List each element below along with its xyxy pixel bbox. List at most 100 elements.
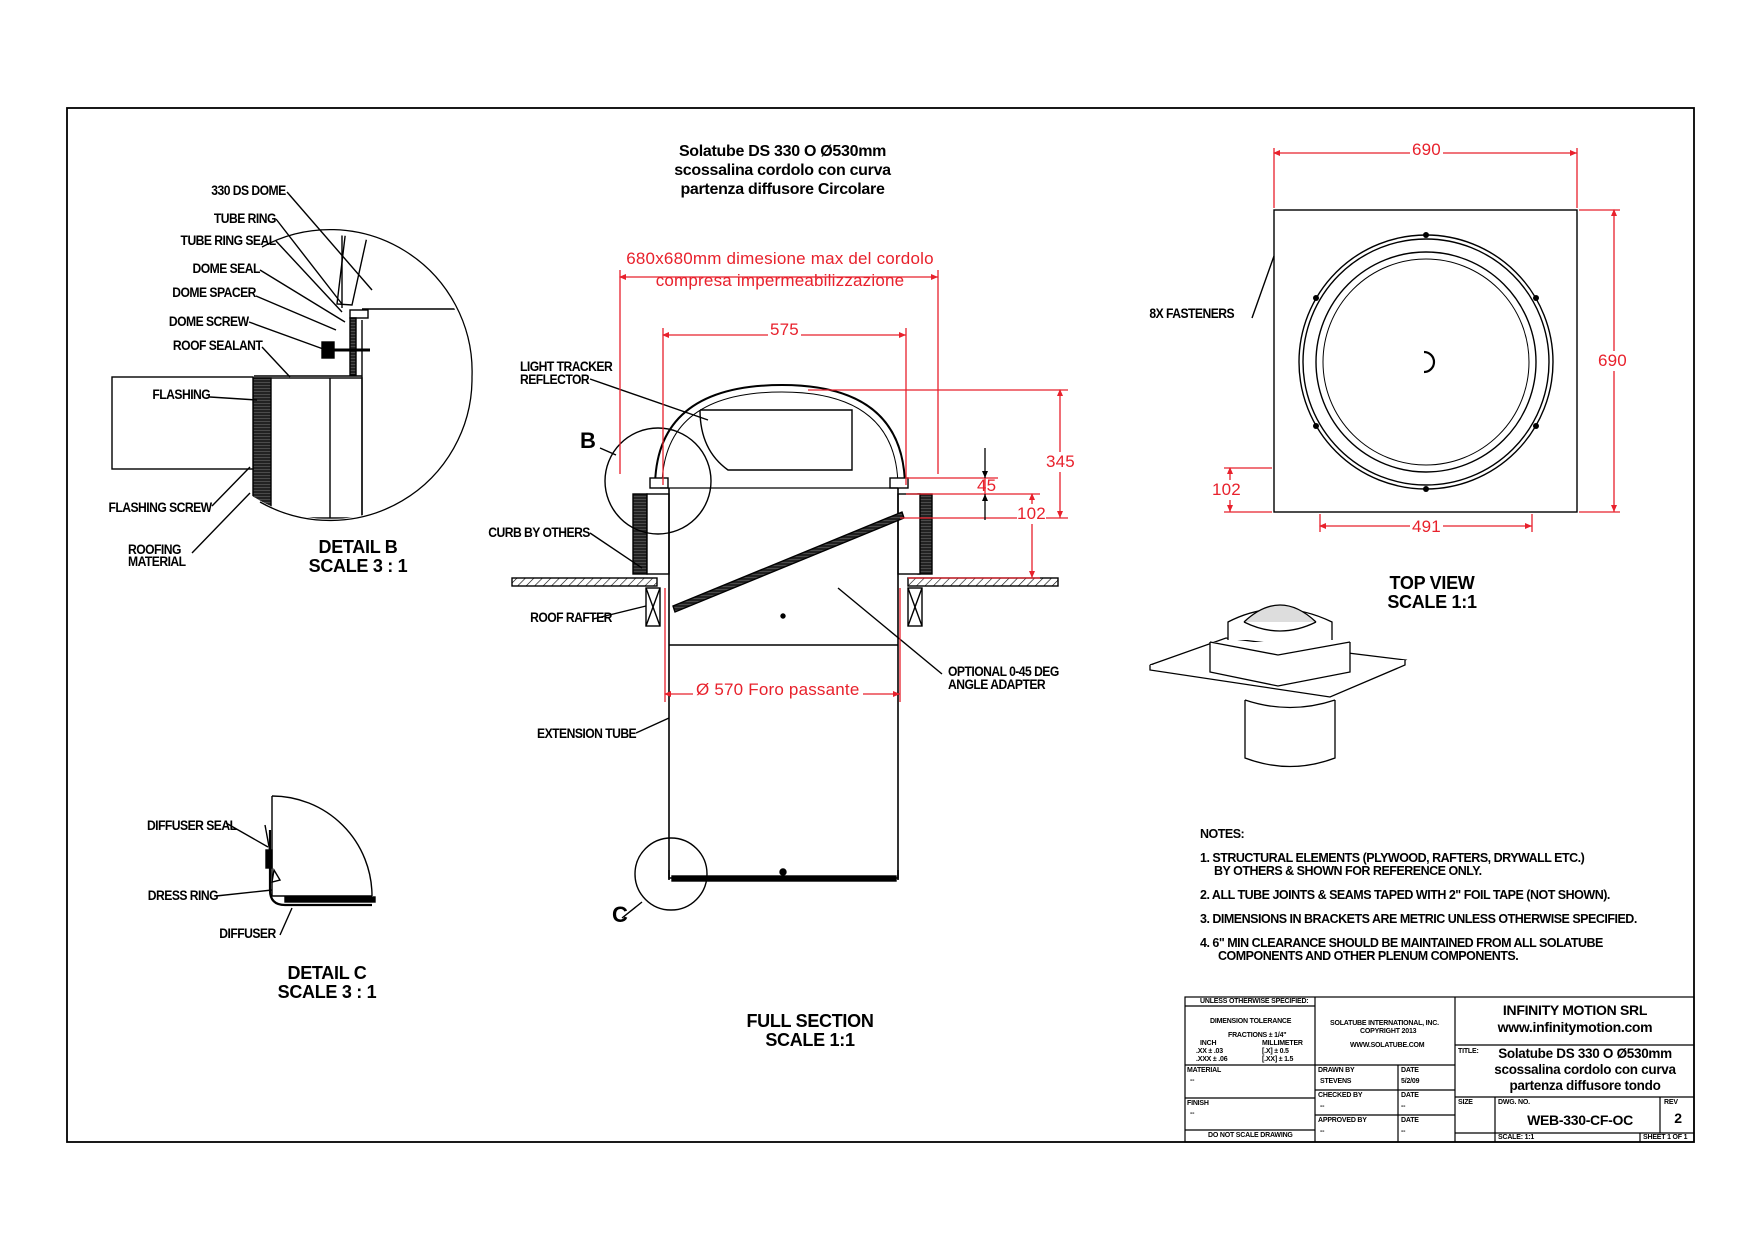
tb-do-not-scale: DO NOT SCALE DRAWING — [1208, 1132, 1293, 1139]
note-item: 3. DIMENSIONS IN BRACKETS ARE METRIC UNL… — [1200, 912, 1637, 926]
tb-firm-name: INFINITY MOTION SRL — [1502, 1002, 1648, 1018]
tb-dwg-no: WEB-330-CF-OC — [1527, 1112, 1633, 1128]
dim-offset: 45 — [977, 476, 997, 495]
tb-title-line: partenza diffusore tondo — [1509, 1078, 1661, 1093]
tb-inch-val: .XXX ± .06 — [1196, 1056, 1228, 1063]
label-diffuser: DIFFUSER — [219, 926, 277, 941]
section-caption: FULL SECTION SCALE 1:1 — [740, 1012, 880, 1050]
caption-line: SCALE 1:1 — [765, 1030, 855, 1050]
tb-title-line: Solatube DS 330 O Ø530mm — [1498, 1046, 1672, 1061]
label-fasteners: 8X FASTENERS — [1149, 306, 1234, 321]
tb-company: SOLATUBE INTERNATIONAL, INC. — [1330, 1020, 1439, 1027]
label-line: ANGLE ADAPTER — [948, 677, 1046, 692]
caption-line: SCALE 1:1 — [1387, 592, 1477, 612]
label-tube-ring-seal: TUBE RING SEAL — [180, 233, 277, 248]
sheet-border — [66, 107, 1695, 1143]
note-line: COMPONENTS AND OTHER PLENUM COMPONENTS. — [1218, 949, 1519, 963]
tb-approved-val: -- — [1320, 1128, 1325, 1135]
label-line: REFLECTOR — [520, 372, 590, 387]
tb-checked-val: -- — [1320, 1103, 1325, 1110]
detail-b-drawing — [111, 191, 473, 554]
caption-line: SCALE 3 : 1 — [277, 982, 377, 1002]
tb-drawn-date: 5/2/09 — [1401, 1078, 1420, 1085]
tb-mm-val: [.X] ± 0.5 — [1262, 1048, 1289, 1055]
tb-material-val: -- — [1190, 1077, 1195, 1084]
tb-unless: UNLESS OTHERWISE SPECIFIED: — [1200, 998, 1309, 1005]
label-line: OPTIONAL 0-45 DEG — [948, 664, 1059, 679]
tb-rev: 2 — [1674, 1110, 1682, 1126]
note-line: 4. 6" MIN CLEARANCE SHOULD BE MAINTAINED… — [1200, 936, 1603, 950]
tb-drawn-by: DRAWN BY — [1318, 1067, 1355, 1074]
tb-rev-label: REV — [1664, 1099, 1678, 1106]
dim-line: 680x680mm dimesione max del cordolo — [626, 249, 934, 268]
caption-line: TOP VIEW — [1389, 573, 1475, 593]
tb-website: WWW.SOLATUBE.COM — [1350, 1042, 1425, 1049]
tb-size: SIZE — [1458, 1099, 1473, 1106]
label-line: MATERIAL — [128, 554, 186, 569]
label-curb: CURB BY OTHERS — [488, 525, 590, 540]
note-item: 1. STRUCTURAL ELEMENTS (PLYWOOD, RAFTERS… — [1200, 852, 1637, 878]
dim-curb-max: 680x680mm dimesione max del cordolo comp… — [600, 248, 960, 292]
dim-bottom: 491 — [1410, 517, 1443, 537]
detail-b-caption: DETAIL B SCALE 3 : 1 — [288, 538, 428, 576]
note-item: 4. 6" MIN CLEARANCE SHOULD BE MAINTAINED… — [1200, 937, 1637, 963]
callout-c: C — [612, 902, 628, 927]
tb-title-label: TITLE: — [1458, 1048, 1479, 1055]
note-line: 1. STRUCTURAL ELEMENTS (PLYWOOD, RAFTERS… — [1200, 851, 1585, 865]
full-section-drawing — [511, 378, 1059, 919]
label-light-tracker: LIGHT TRACKER REFLECTOR — [520, 359, 613, 387]
tb-copyright: COPYRIGHT 2013 — [1360, 1028, 1417, 1035]
tb-date-label: DATE — [1401, 1067, 1419, 1074]
dim-hole: Ø 570 Foro passante — [693, 680, 863, 700]
tb-mm: MILLIMETER — [1262, 1040, 1303, 1047]
label-dome-spacer: DOME SPACER — [172, 285, 256, 300]
notes-heading: NOTES: — [1200, 827, 1245, 841]
main-title: Solatube DS 330 O Ø530mm scossalina cord… — [640, 142, 925, 199]
tb-fractions: FRACTIONS ± 1/4" — [1228, 1032, 1287, 1039]
top-view-caption: TOP VIEW SCALE 1:1 — [1362, 574, 1502, 612]
tb-approved-by: APPROVED BY — [1318, 1117, 1367, 1124]
label-dome-seal: DOME SEAL — [192, 261, 261, 276]
label-line: LIGHT TRACKER — [520, 359, 613, 374]
tb-checked-by: CHECKED BY — [1318, 1092, 1363, 1099]
tb-mm-val: [.XX] ± 1.5 — [1262, 1056, 1294, 1063]
top-view-drawing — [1251, 209, 1578, 513]
detail-c-drawing — [215, 795, 376, 936]
dim-top: 690 — [1410, 140, 1443, 160]
label-dress-ring: DRESS RING — [147, 888, 219, 903]
title-block-lines — [1184, 996, 1695, 1143]
main-title-line: Solatube DS 330 O Ø530mm — [678, 143, 887, 160]
label-line: ROOFING — [128, 542, 181, 557]
main-title-line: scossalina cordolo con curva — [674, 162, 891, 179]
tb-inch: INCH — [1200, 1040, 1217, 1047]
caption-line: DETAIL C — [287, 963, 367, 983]
caption-line: DETAIL B — [318, 537, 398, 557]
label-diffuser-seal: DIFFUSER SEAL — [146, 818, 236, 833]
tb-checked-date: -- — [1401, 1103, 1406, 1110]
dim-width: 575 — [768, 320, 801, 340]
label-roof-sealant: ROOF SEALANT — [172, 338, 263, 353]
tb-finish: FINISH — [1187, 1100, 1209, 1107]
tb-dwg-no-label: DWG. NO. — [1498, 1099, 1530, 1106]
section-dimensions — [619, 270, 1068, 702]
tb-title: Solatube DS 330 O Ø530mm scossalina cord… — [1476, 1046, 1694, 1094]
label-angle-adapter: OPTIONAL 0-45 DEG ANGLE ADAPTER — [948, 664, 1059, 692]
tb-finish-val: -- — [1190, 1110, 1195, 1117]
dim-base: 102 — [1017, 504, 1046, 524]
note-item: 2. ALL TUBE JOINTS & SEAMS TAPED WITH 2"… — [1200, 888, 1610, 902]
label-extension-tube: EXTENSION TUBE — [536, 726, 637, 741]
tb-date-label: DATE — [1401, 1117, 1419, 1124]
tb-firm: INFINITY MOTION SRL www.infinitymotion.c… — [1456, 1002, 1694, 1036]
tb-inch-val: .XX ± .03 — [1196, 1048, 1223, 1055]
caption-line: FULL SECTION — [746, 1011, 874, 1031]
notes: NOTES: 1. STRUCTURAL ELEMENTS (PLYWOOD, … — [1200, 828, 1637, 963]
tb-date-label: DATE — [1401, 1092, 1419, 1099]
label-flashing-screw: FLASHING SCREW — [108, 500, 213, 515]
tb-tolerance: DIMENSION TOLERANCE — [1210, 1018, 1292, 1025]
isometric-drawing — [1149, 604, 1408, 768]
dim-right: 690 — [1598, 351, 1627, 371]
label-flashing: FLASHING — [152, 387, 210, 402]
tb-title-line: scossalina cordolo con curva — [1494, 1062, 1676, 1077]
callout-b: B — [580, 428, 596, 453]
